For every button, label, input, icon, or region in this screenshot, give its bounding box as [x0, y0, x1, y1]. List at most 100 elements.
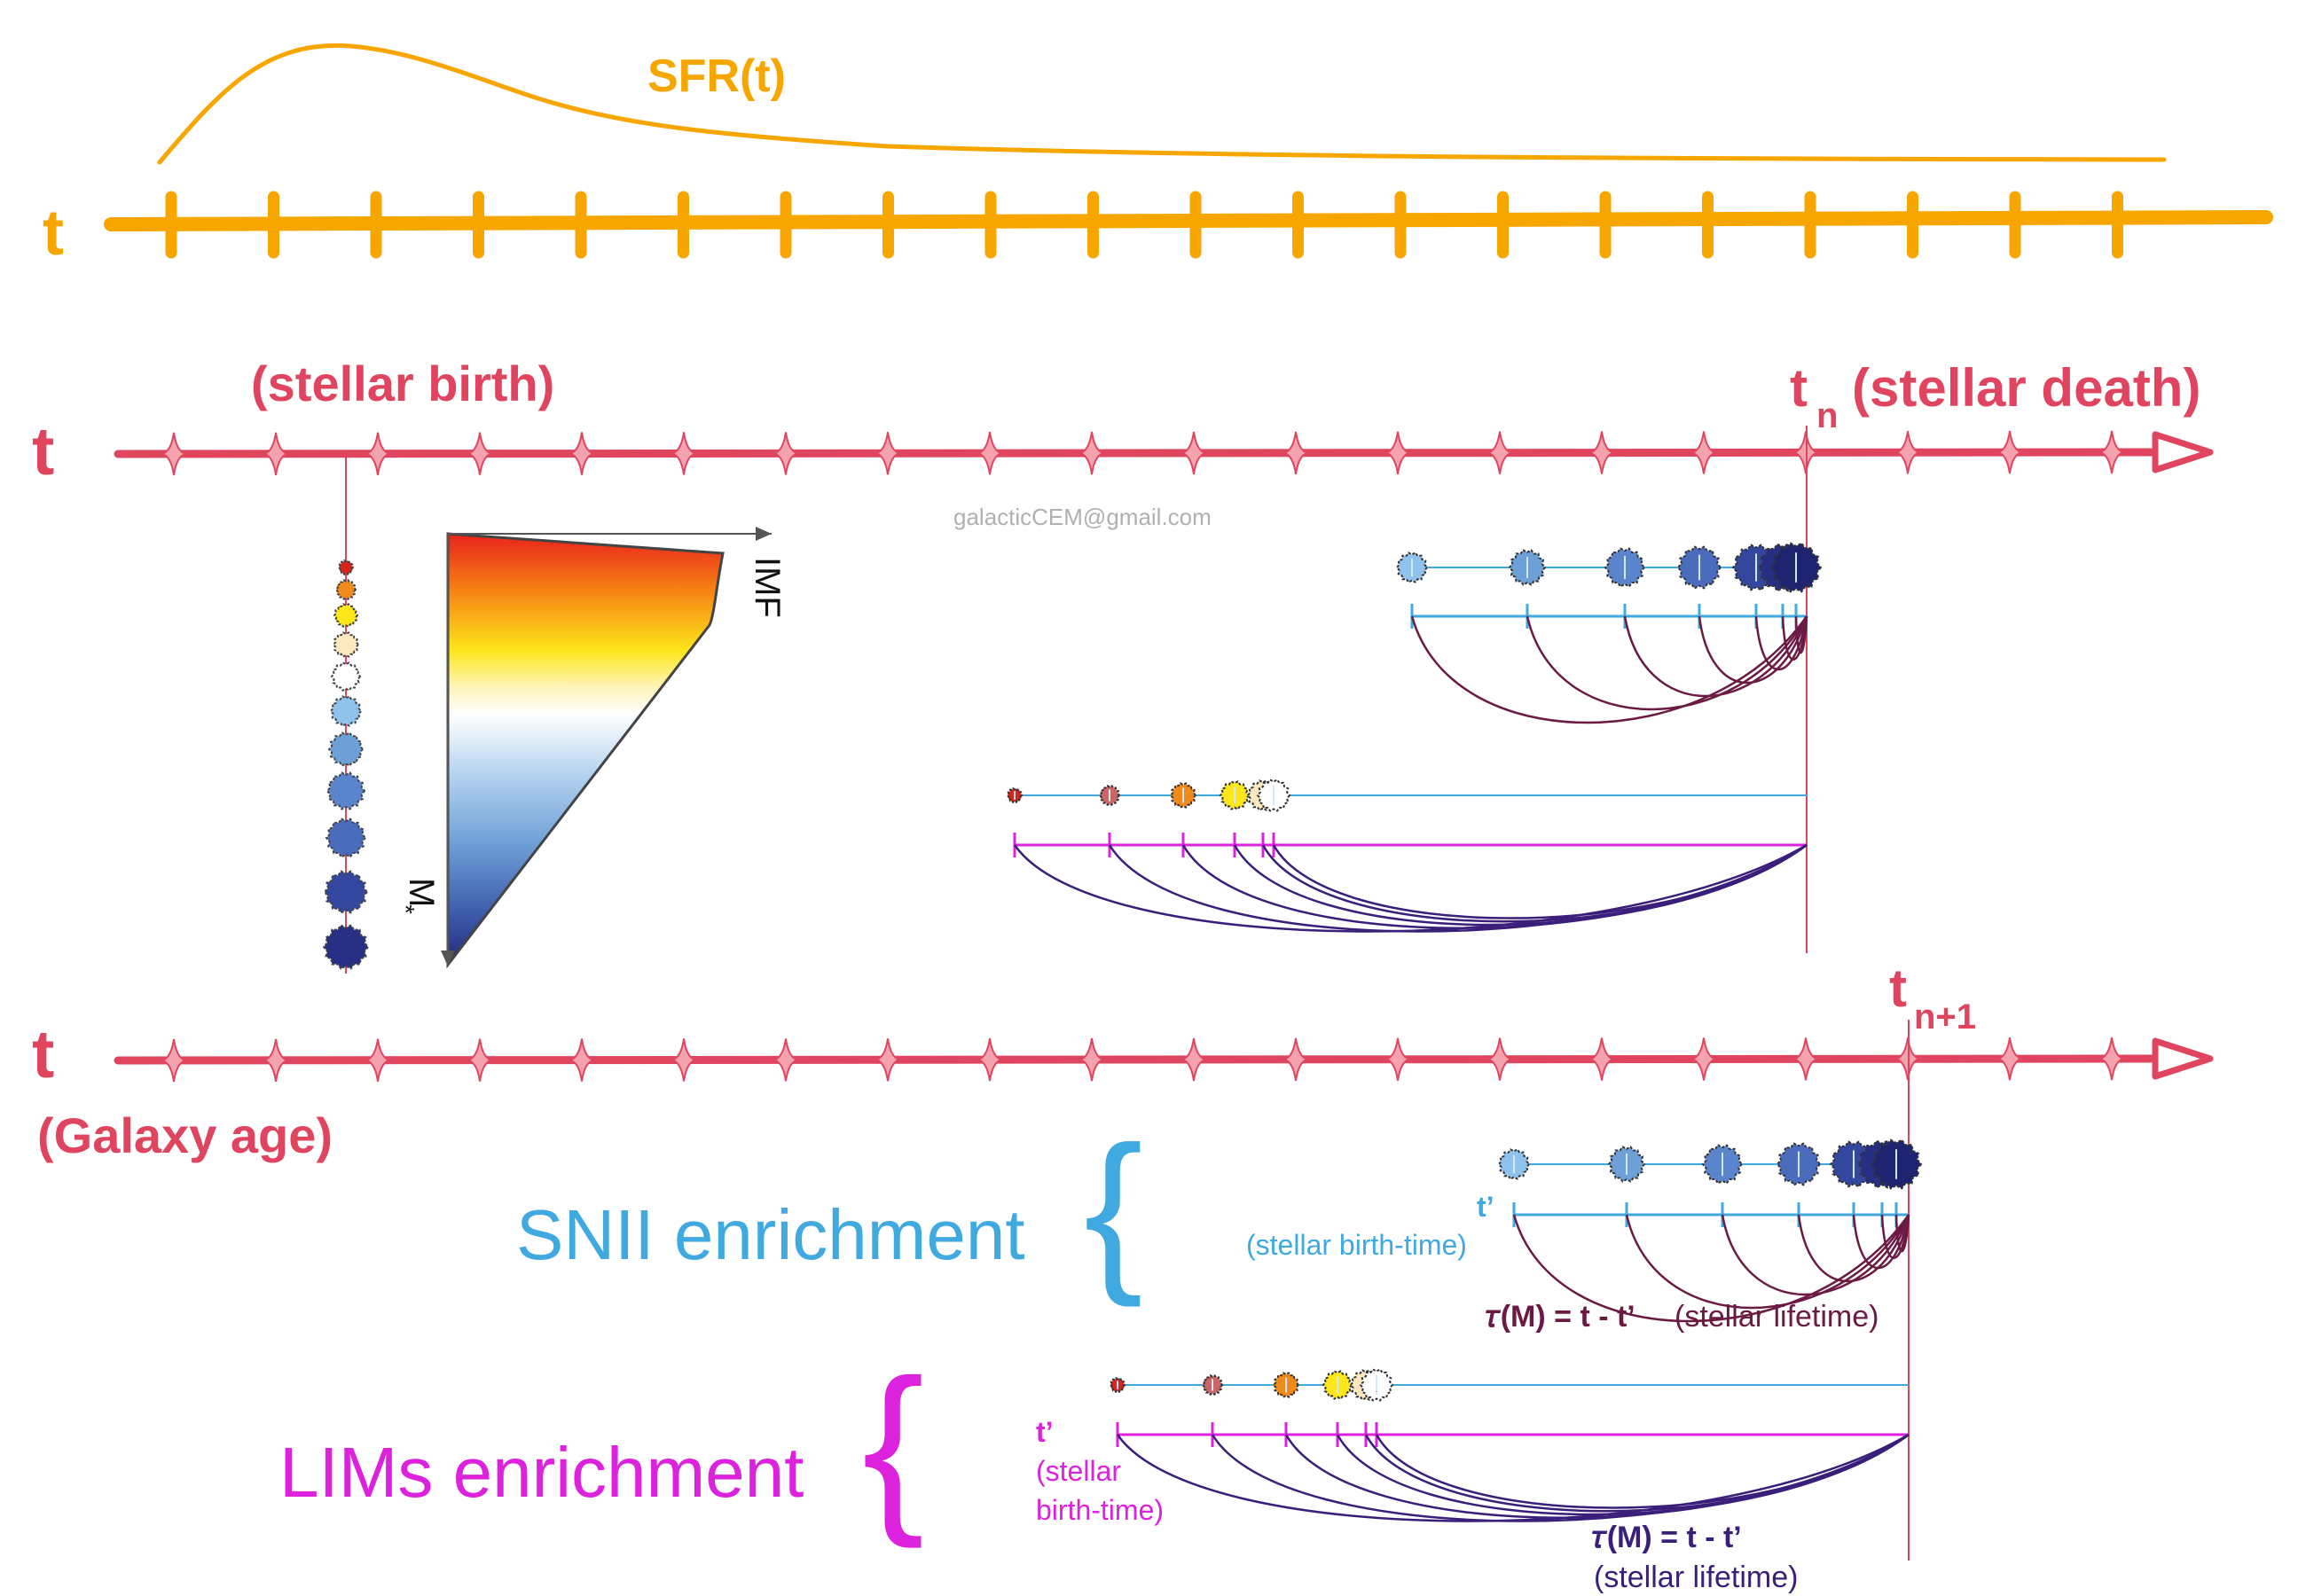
stellar-mass-stack — [322, 559, 370, 970]
sfr-curve — [157, 43, 2167, 165]
axis-line — [114, 1054, 2182, 1065]
axis-tick-mark — [1281, 1037, 1311, 1082]
axis-tick-mark — [465, 1038, 495, 1082]
axis-arrowhead — [2152, 1037, 2214, 1080]
axis-tick-mark — [1281, 431, 1311, 474]
time-axis-label-3: t — [32, 1017, 54, 1092]
lifetime-arc — [1721, 1214, 1910, 1296]
lifetime-arc — [1794, 615, 1808, 654]
galaxy-age-label: (Galaxy age) — [37, 1107, 333, 1163]
snii-lifetime-label: 𝜏(M) = t - t’ (stellar lifetime) — [1486, 1300, 1879, 1334]
lims-birth-time-line1: (stellar — [1036, 1455, 1121, 1487]
sfr-label: SFR(t) — [647, 51, 786, 102]
snii-birth-time-label: (stellar birth-time) — [1246, 1229, 1467, 1261]
axis-tick-mark — [465, 432, 495, 475]
svg-text:t: t — [1889, 958, 1907, 1018]
svg-text:𝜏(M) = t - t’: 𝜏(M) = t - t’ — [1592, 1521, 1742, 1554]
birth-star — [327, 732, 365, 767]
time-axis-sfr — [104, 191, 2273, 259]
lifetime-arc — [1625, 1214, 1910, 1310]
axis-tick-mark — [1077, 1037, 1107, 1082]
lims-contributors-tn — [1006, 778, 1808, 933]
lifetime-arc — [1781, 615, 1808, 661]
birth-star — [326, 771, 366, 810]
axis-tick-mark — [261, 1038, 291, 1082]
axis-tick-mark — [1383, 1037, 1413, 1081]
birth-star — [334, 579, 357, 600]
time-axis-stellar-life — [114, 430, 2214, 476]
axis-tick-mark — [975, 432, 1005, 475]
lifetime-arc — [1013, 843, 1808, 933]
time-axis-galaxy-age — [114, 1037, 2214, 1083]
birth-star — [329, 695, 363, 727]
lims-brace: { — [862, 1341, 924, 1549]
lims-enrichment-title: LIMs enrichment — [279, 1433, 804, 1512]
axis-tick-mark — [159, 432, 189, 476]
axis-tick-mark — [1485, 431, 1515, 474]
lifetime-arc — [1894, 1214, 1910, 1253]
lifetime-arc — [1375, 1433, 1910, 1509]
axis-tick-mark — [2097, 1037, 2127, 1081]
axis-tick-mark — [1791, 1037, 1821, 1081]
axis-tick-mark — [567, 432, 597, 475]
svg-text:t: t — [1790, 358, 1808, 418]
lifetime-arc — [1116, 1433, 1910, 1522]
birth-star — [323, 870, 369, 914]
axis-tick-mark — [1995, 1037, 2025, 1081]
lims-tprime-label: t’ — [1036, 1416, 1054, 1448]
imf-label: IMF — [748, 557, 787, 618]
axis-tick-mark — [1995, 431, 2025, 474]
svg-text:*: * — [392, 904, 420, 914]
lifetime-arc — [1512, 1214, 1910, 1323]
svg-text:(stellar death): (stellar death) — [1852, 358, 2200, 418]
axis-tick-mark — [1587, 1037, 1617, 1081]
axis-tick-mark — [771, 1038, 801, 1082]
axis-tick-mark — [567, 1038, 597, 1082]
axis-arrowhead — [2152, 431, 2214, 473]
sfr-axis-line — [104, 210, 2273, 231]
lifetime-arc — [1852, 1214, 1910, 1269]
axis-tick-mark — [1077, 431, 1107, 475]
birth-star — [325, 818, 367, 858]
axis-tick-mark — [159, 1038, 189, 1083]
axis-tick-mark — [1383, 431, 1413, 474]
lims-lifetime-label: 𝜏(M) = t - t’ (stellar lifetime) — [1592, 1521, 1798, 1594]
stellar-birth-label: (stellar birth) — [251, 356, 554, 411]
lifetime-arc — [1698, 615, 1808, 684]
snii-brace: { — [1084, 1110, 1143, 1308]
axis-tick-mark — [1179, 431, 1209, 475]
lifetime-arc — [1284, 1433, 1910, 1519]
birth-star — [337, 559, 355, 576]
lifetime-arc — [1272, 843, 1808, 919]
axis-tick-mark — [1587, 431, 1617, 474]
svg-text:(stellar lifetime): (stellar lifetime) — [1594, 1561, 1798, 1594]
snii-tprime-label: t’ — [1477, 1191, 1494, 1223]
tn1-label: t n+1 — [1889, 958, 1976, 1037]
svg-text:(stellar lifetime): (stellar lifetime) — [1675, 1300, 1879, 1334]
birth-star — [332, 631, 360, 658]
snii-contributors-tn1 — [1497, 1138, 1923, 1323]
axis-tick-mark — [975, 1038, 1005, 1082]
stellar-mass-label: M * — [392, 878, 441, 914]
time-axis-label-top: t — [43, 198, 64, 269]
svg-text:M: M — [402, 878, 441, 907]
axis-tick-mark — [363, 432, 393, 475]
snii-contributors-tn — [1395, 542, 1823, 724]
axis-tick-mark — [2097, 430, 2127, 474]
axis-tick-mark — [1893, 431, 1923, 474]
svg-text:𝜏(M) = t - t’: 𝜏(M) = t - t’ — [1486, 1300, 1635, 1334]
axis-tick-mark — [363, 1038, 393, 1082]
axis-tick-mark — [771, 432, 801, 475]
axis-tick-mark — [1179, 1037, 1209, 1082]
snii-enrichment-title: SNII enrichment — [516, 1195, 1025, 1274]
time-axis-label-2: t — [32, 414, 54, 489]
lifetime-arc — [1623, 615, 1808, 698]
lims-contributors-tn1 — [1109, 1368, 1910, 1522]
lifetime-arc — [1526, 615, 1808, 711]
imf-wedge — [441, 527, 772, 969]
axis-tick-mark — [873, 1038, 903, 1082]
axis-tick-mark — [669, 432, 699, 475]
axis-tick-mark — [1485, 1037, 1515, 1081]
axis-tick-mark — [261, 432, 291, 475]
